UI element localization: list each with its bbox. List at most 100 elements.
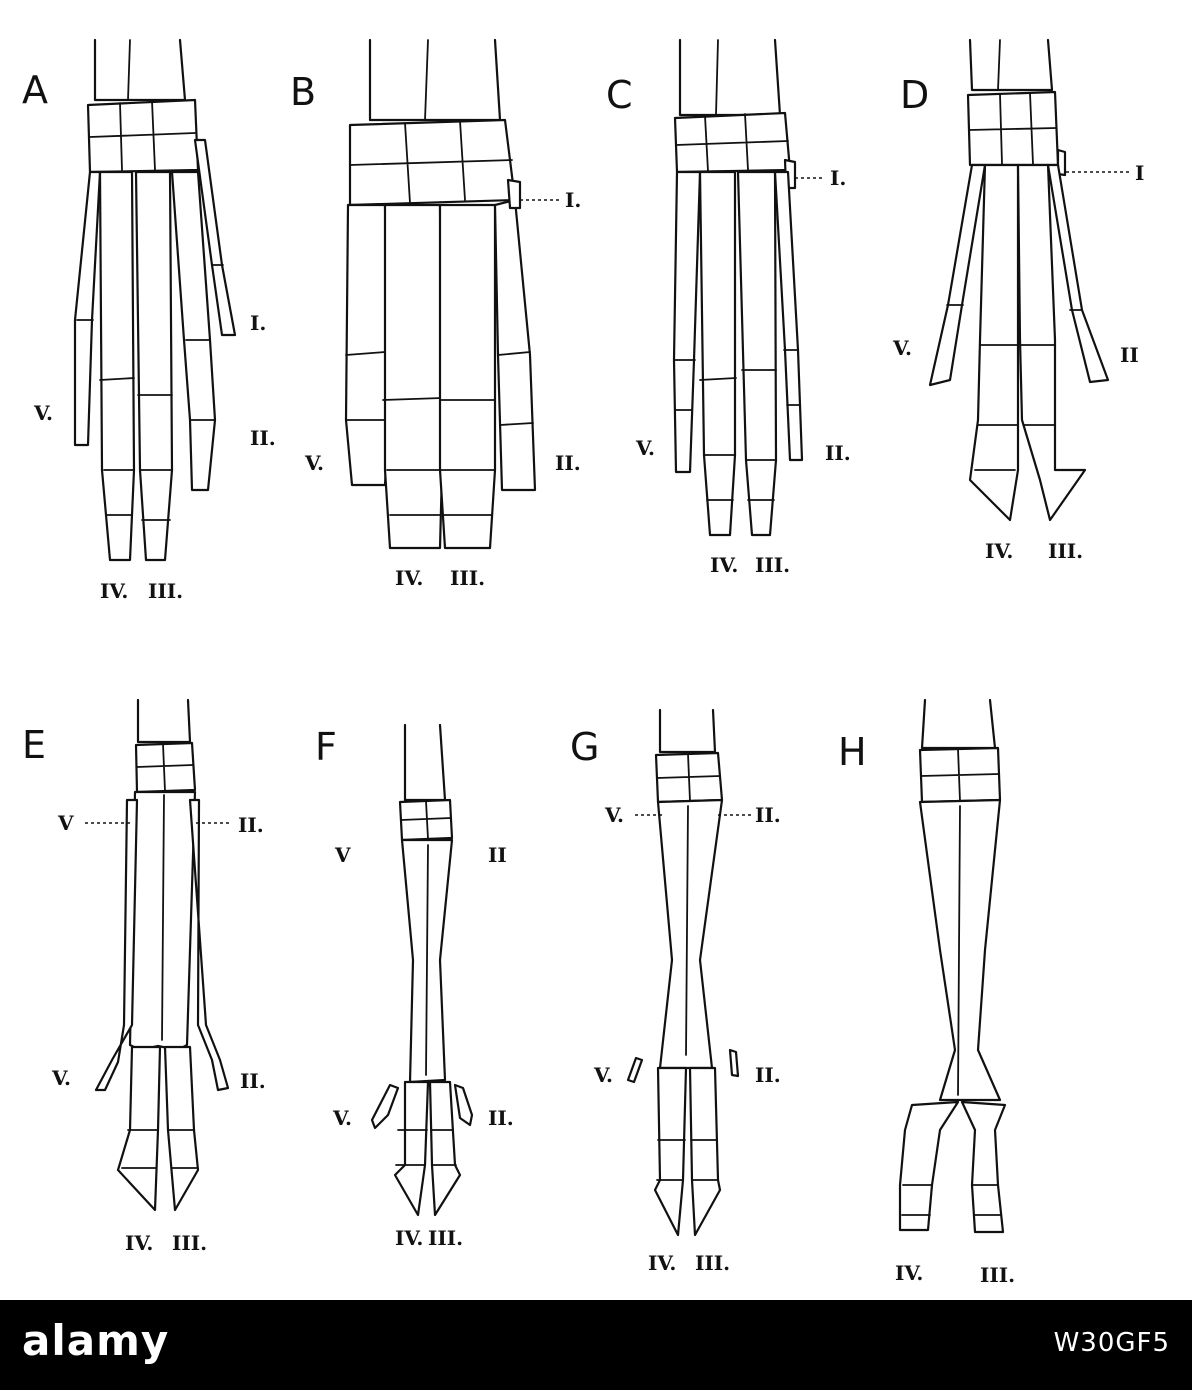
- radius-e: [136, 698, 192, 744]
- label-g-v-upper: V.: [604, 803, 624, 827]
- radius-d: [968, 38, 1054, 92]
- panel-letter-g: G: [570, 725, 599, 769]
- label-d-iii: III.: [1048, 539, 1083, 563]
- digit-iii-e: [163, 1045, 200, 1212]
- label-f-iii: III.: [428, 1226, 463, 1250]
- label-f-v-lower: V.: [332, 1106, 352, 1130]
- alamy-logo: alamy: [22, 1316, 170, 1365]
- label-f-ii-upper: II: [488, 843, 507, 867]
- label-g-v-lower: V.: [593, 1063, 613, 1087]
- label-e-ii-upper: II.: [238, 813, 264, 837]
- label-h-iv: IV.: [895, 1261, 923, 1285]
- digit-iv-e: [116, 1045, 162, 1212]
- digit-ii-a: [170, 170, 217, 492]
- radius-g: [658, 708, 717, 754]
- label-d-iv: IV.: [985, 539, 1013, 563]
- label-c-iv: IV.: [710, 553, 738, 577]
- digit-iii-h: [960, 1100, 1007, 1234]
- digit-ii-b: [493, 198, 537, 492]
- digit-ii-c: [773, 170, 804, 462]
- panel-letter-b: B: [290, 70, 316, 114]
- label-d-ii: II: [1120, 343, 1139, 367]
- panel-letter-e: E: [22, 723, 46, 767]
- panel-f: F V II V. II. IV. III.: [315, 723, 514, 1250]
- radius-a: [93, 38, 187, 102]
- digit-i-b: [506, 178, 522, 210]
- carpal-row-e: [134, 741, 197, 794]
- label-e-iv: IV.: [125, 1231, 153, 1255]
- footer-bar: alamy W30GF5: [0, 1300, 1192, 1390]
- label-a-iii: III.: [148, 579, 183, 603]
- label-g-ii-lower: II.: [755, 1063, 781, 1087]
- label-c-i: I.: [830, 166, 846, 190]
- label-d-i: I: [1135, 161, 1144, 185]
- digit-iv-a: [98, 170, 136, 562]
- label-c-v: V.: [635, 436, 655, 460]
- panel-c: C I. V. II. IV. III.: [606, 38, 851, 577]
- label-a-iv: IV.: [100, 579, 128, 603]
- label-b-iii: III.: [450, 566, 485, 590]
- digit-iii-a: [134, 170, 174, 562]
- digit-iii-f: [428, 1080, 462, 1217]
- label-h-iii: III.: [980, 1263, 1015, 1287]
- panel-d: D I V. II IV. III.: [892, 38, 1144, 563]
- panel-letter-f: F: [315, 725, 337, 769]
- label-b-v: V.: [304, 451, 324, 475]
- panel-letter-c: C: [606, 73, 633, 117]
- label-g-iv: IV.: [648, 1251, 676, 1275]
- digit-iii-g: [688, 1066, 722, 1237]
- dewclaw-v-f: [370, 1083, 400, 1130]
- label-f-v-upper: V: [334, 843, 351, 867]
- label-c-ii: II.: [825, 441, 851, 465]
- label-g-ii-upper: II.: [755, 803, 781, 827]
- panel-h: H IV. III.: [838, 698, 1015, 1287]
- panel-letter-d: D: [900, 73, 929, 117]
- panel-g: G V. II. V. II. IV. III.: [570, 708, 781, 1275]
- splint-ii-e: [188, 798, 230, 1092]
- panel-letter-a: A: [22, 68, 48, 112]
- label-a-ii: II.: [250, 426, 276, 450]
- label-e-ii-lower: II.: [240, 1069, 266, 1093]
- digit-iii-b: [438, 203, 497, 550]
- radius-c: [678, 38, 782, 117]
- label-b-i: I.: [565, 188, 581, 212]
- digit-iv-g: [653, 1066, 688, 1237]
- panel-b: B I. V. II. IV. III.: [290, 38, 581, 590]
- panel-a: A I. V. II. IV. III.: [22, 38, 276, 603]
- carpal-row-f: [398, 798, 454, 842]
- label-c-iii: III.: [755, 553, 790, 577]
- radius-f: [403, 723, 447, 802]
- label-e-v-upper: V: [57, 811, 74, 835]
- radius-h: [920, 698, 997, 750]
- digit-v-b: [344, 203, 390, 487]
- label-a-v: V.: [33, 401, 53, 425]
- panel-letter-h: H: [838, 730, 867, 774]
- digit-v-c: [672, 170, 702, 474]
- figure: A I. V. II. IV. III. B I. V. II. IV. III…: [22, 38, 1145, 1287]
- label-f-iv: IV.: [395, 1226, 423, 1250]
- label-e-v-lower: V.: [51, 1066, 71, 1090]
- digit-v-d: [928, 163, 987, 387]
- cannon-bone-h: [918, 798, 1002, 1102]
- digit-v-a: [73, 170, 102, 447]
- label-b-ii: II.: [555, 451, 581, 475]
- digit-iv-h: [898, 1100, 960, 1232]
- splint-v-e: [94, 798, 139, 1092]
- label-b-iv: IV.: [395, 566, 423, 590]
- dewclaw-v-g: [626, 1056, 644, 1084]
- digit-iv-f: [393, 1080, 430, 1217]
- digit-ii-d: [1046, 163, 1110, 384]
- radius-b: [368, 38, 502, 122]
- label-e-iii: III.: [172, 1231, 207, 1255]
- bone-diagram: A I. V. II. IV. III. B I. V. II. IV. III…: [22, 38, 1144, 1287]
- digit-iii-d: [1016, 163, 1087, 522]
- label-d-v: V.: [892, 336, 912, 360]
- label-a-i: I.: [250, 311, 266, 335]
- panel-e: E V II. V. II. IV. III.: [22, 698, 266, 1255]
- digit-iv-c: [698, 170, 737, 537]
- label-f-ii-lower: II.: [488, 1106, 514, 1130]
- label-g-iii: III.: [695, 1251, 730, 1275]
- digit-iv-b: [383, 203, 444, 550]
- stock-id: W30GF5: [1053, 1328, 1170, 1358]
- digit-iii-c: [736, 170, 778, 537]
